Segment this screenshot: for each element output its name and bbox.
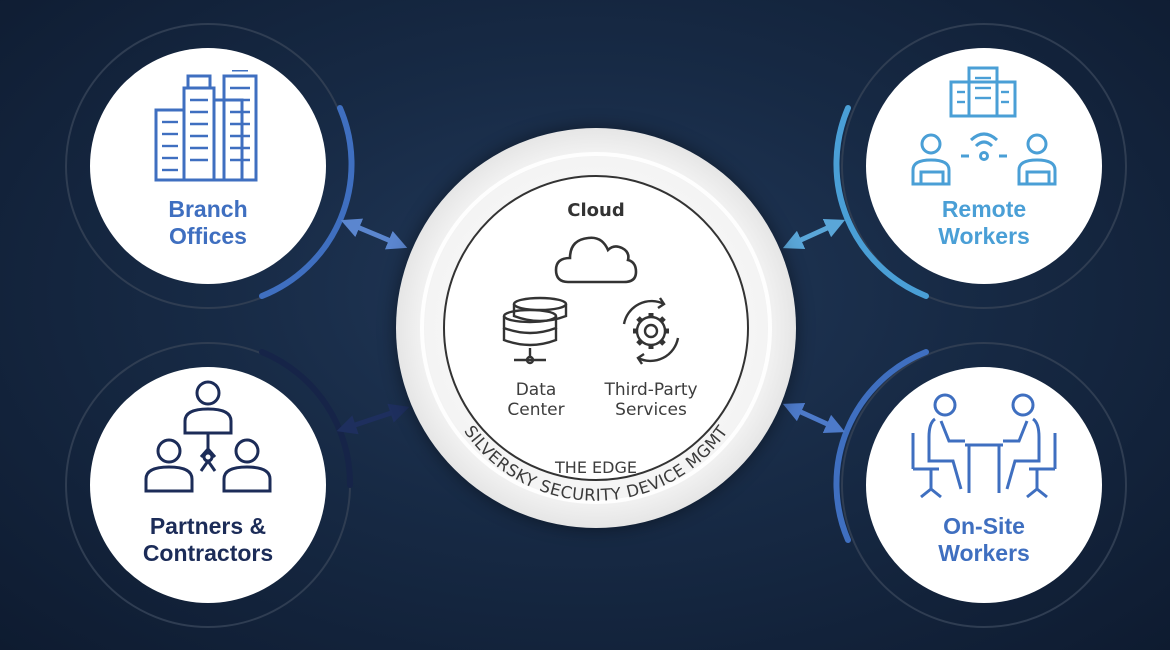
data-center-line1: Data	[515, 380, 557, 400]
data-center-line2: Center	[507, 400, 565, 420]
third-party-line2: Services	[615, 400, 687, 420]
remote-label-line1: Remote	[941, 196, 1027, 222]
onsite-label-line1: On-Site	[943, 513, 1025, 539]
branch-offices-label: Branch Offices	[90, 196, 326, 250]
branch-label-line1: Branch	[168, 196, 248, 222]
remote-accent-arc	[833, 105, 929, 299]
branch-arrow	[340, 218, 408, 250]
branch-label-line2: Offices	[169, 223, 247, 249]
partners-label-line1: Partners &	[149, 513, 267, 539]
remote-arrow	[782, 219, 846, 249]
gear-cycle-icon	[622, 297, 680, 365]
branch-accent-arc	[259, 105, 355, 299]
partners-contractors-label: Partners & Contractors	[90, 513, 326, 567]
third-party-line1: Third-Party	[604, 380, 698, 400]
remote-label-line2: Workers	[938, 223, 1030, 249]
org-hierarchy-icon	[144, 380, 272, 493]
remote-outer-ring	[841, 23, 1127, 309]
meeting-table-icon	[911, 393, 1057, 499]
onsite-accent-arc	[833, 349, 929, 543]
edge-hub: SILVERSKY SECURITY DEVICE MGMT Cloud	[396, 128, 796, 528]
remote-workers-wifi-icon	[911, 66, 1057, 186]
remote-workers-label: Remote Workers	[866, 196, 1102, 250]
city-buildings-icon	[154, 70, 258, 182]
onsite-arrow	[782, 403, 846, 433]
database-icon	[502, 296, 568, 365]
branch-offices-node: Branch Offices	[90, 48, 326, 284]
cloud-icon	[554, 236, 638, 284]
partners-arrow	[336, 403, 410, 435]
onsite-workers-node: On-Site Workers	[866, 367, 1102, 603]
remote-workers-node: Remote Workers	[866, 48, 1102, 284]
partners-accent-arc	[259, 349, 354, 488]
partners-contractors-node: Partners & Contractors	[90, 367, 326, 603]
partners-label-line2: Contractors	[142, 540, 274, 566]
data-center-label: Data Center	[491, 380, 581, 420]
onsite-workers-label: On-Site Workers	[866, 513, 1102, 567]
onsite-label-line2: Workers	[938, 540, 1030, 566]
cloud-label: Cloud	[567, 200, 625, 221]
hub-rings: SILVERSKY SECURITY DEVICE MGMT	[420, 152, 772, 505]
onsite-outer-ring	[841, 342, 1127, 628]
the-edge-label: THE EDGE	[555, 458, 637, 477]
third-party-label: Third-Party Services	[586, 380, 716, 420]
